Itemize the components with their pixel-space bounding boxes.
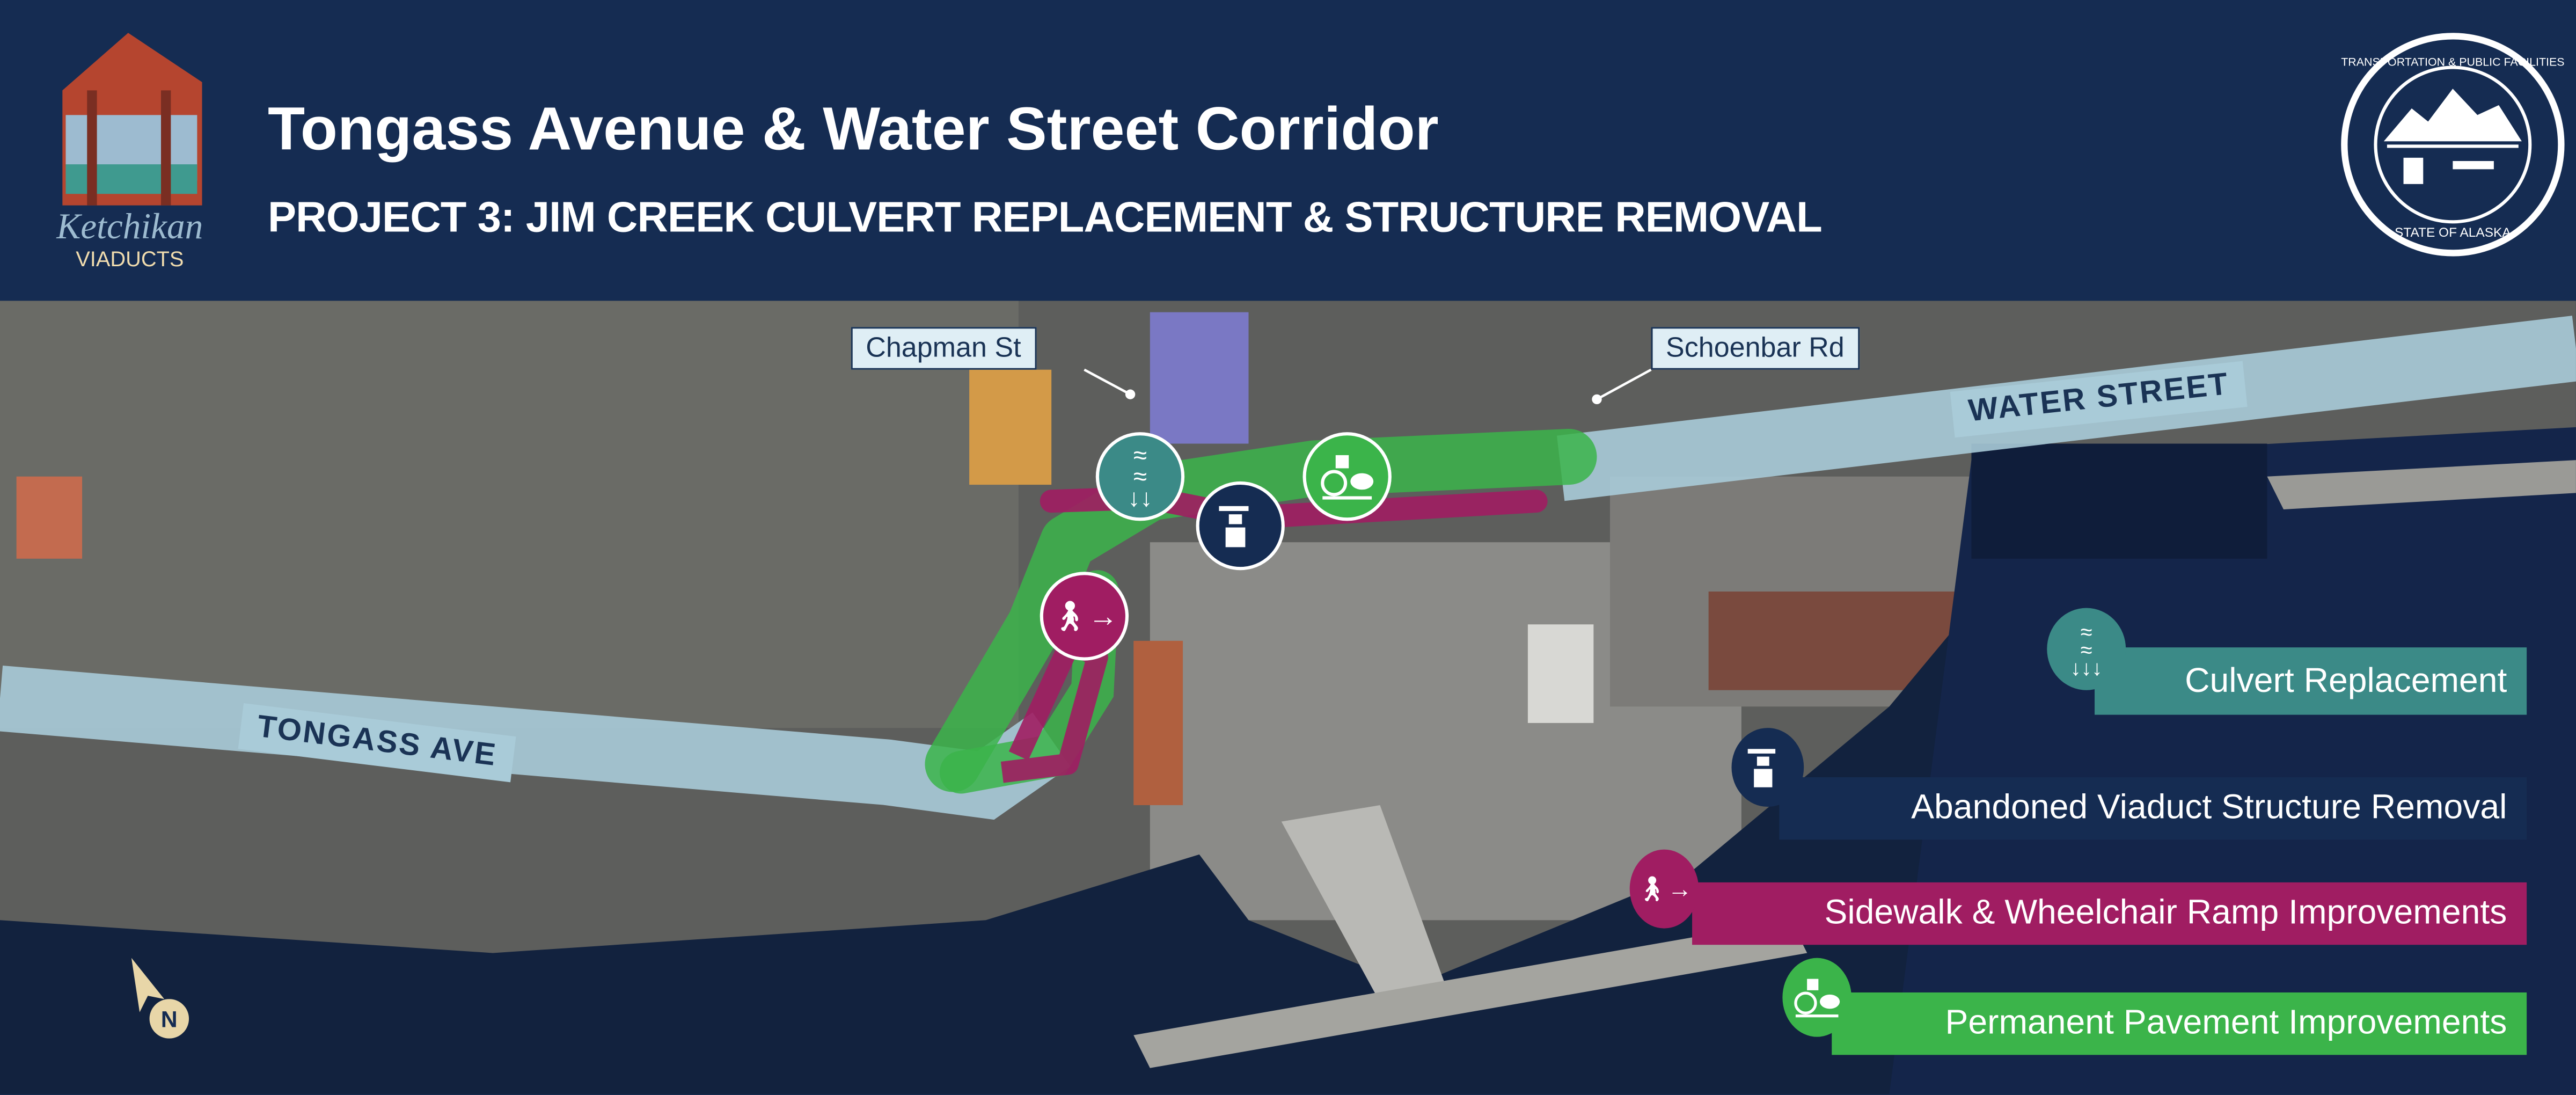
legend-label: Culvert Replacement	[2185, 661, 2507, 699]
header: Ketchikan VIADUCTS Tongass Avenue & Wate…	[0, 0, 2576, 301]
legend-label: Permanent Pavement Improvements	[1945, 1004, 2507, 1042]
svg-text:VIADUCTS: VIADUCTS	[76, 247, 184, 271]
sidewalk-icon: 🚶︎→	[1050, 598, 1118, 632]
culvert-icon: ≈≈↓↓	[1128, 441, 1153, 512]
satellite-map[interactable]: Chapman St Schoenbar Rd WATER STREET TON…	[0, 301, 2576, 1094]
pavement-marker[interactable]	[1302, 432, 1392, 521]
street-tag-chapman-st: Chapman St	[851, 327, 1036, 370]
legend-item-viaduct-removal: Abandoned Viaduct Structure Removal	[1779, 777, 2527, 840]
legend-item-culvert: Culvert Replacement	[2095, 647, 2527, 715]
legend-label: Sidewalk & Wheelchair Ramp Improvements	[1824, 894, 2507, 932]
legend-item-pavement: Permanent Pavement Improvements	[1832, 992, 2527, 1055]
pavement-icon	[1321, 455, 1374, 500]
svg-text:Ketchikan: Ketchikan	[56, 206, 203, 246]
street-tag-schoenbar-rd: Schoenbar Rd	[1651, 327, 1860, 370]
pavement-icon	[1782, 958, 1851, 1037]
sidewalk-marker[interactable]: 🚶︎→	[1040, 572, 1129, 661]
north-arrow: N	[123, 950, 197, 1056]
north-label: N	[149, 999, 189, 1039]
ketchikan-viaducts-logo: Ketchikan VIADUCTS	[46, 25, 214, 271]
culvert-icon: ≈≈↓↓↓	[2047, 608, 2126, 690]
legend-label: Abandoned Viaduct Structure Removal	[1911, 789, 2507, 827]
viaduct-removal-marker[interactable]	[1196, 481, 1285, 571]
svg-text:TRANSPORTATION & PUBLIC FACILI: TRANSPORTATION & PUBLIC FACILITIES	[2341, 55, 2564, 68]
page-subtitle: PROJECT 3: JIM CREEK CULVERT REPLACEMENT…	[267, 192, 1823, 242]
north-arrow-icon	[131, 958, 165, 1012]
viaduct-removal-icon	[1731, 728, 1804, 807]
culvert-marker[interactable]: ≈≈↓↓	[1095, 432, 1185, 521]
svg-text:STATE OF ALASKA: STATE OF ALASKA	[2395, 225, 2511, 240]
page-title: Tongass Avenue & Water Street Corridor	[267, 95, 1439, 163]
viaduct-removal-icon	[1219, 506, 1249, 548]
alaska-dot-seal: TRANSPORTATION & PUBLIC FACILITIES STATE…	[2338, 30, 2576, 268]
sidewalk-icon: 🚶︎→	[1629, 849, 1699, 929]
legend-item-sidewalk: Sidewalk & Wheelchair Ramp Improvements	[1692, 882, 2527, 945]
